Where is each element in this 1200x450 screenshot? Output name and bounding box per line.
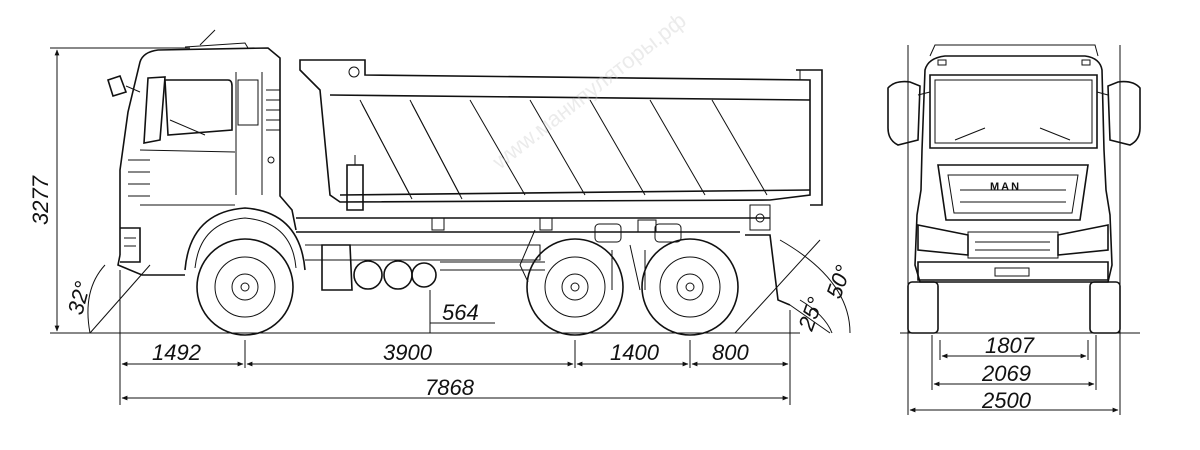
front-mirror-right xyxy=(1107,80,1141,146)
dim-ground-clearance: 564 xyxy=(429,290,495,333)
front-roof xyxy=(929,44,1099,57)
dim-rear-overhang-label: 800 xyxy=(712,340,749,365)
wheels-side xyxy=(196,238,739,336)
rear-underrun xyxy=(745,234,791,306)
dim-height: 3277 xyxy=(28,47,190,334)
dim-track-outer-label: 2069 xyxy=(981,361,1031,386)
front-tyre-left xyxy=(907,281,939,334)
front-headlight-right xyxy=(1057,224,1109,256)
rear-wheel-1 xyxy=(526,238,624,336)
dim-wheelbase-1-label: 3900 xyxy=(383,340,433,365)
watermark: www.манипуляторы.рф xyxy=(487,8,691,175)
brand-logo: MAN xyxy=(990,181,1021,193)
dim-wheelbase-2-label: 1400 xyxy=(610,340,660,365)
watermark-text: www.манипуляторы.рф xyxy=(487,8,691,175)
dim-rear-angles: 50° 25° xyxy=(734,239,856,335)
chassis xyxy=(296,217,770,291)
front-bumper xyxy=(917,261,1109,281)
dim-length-total-label: 7868 xyxy=(425,375,475,400)
front-mirror-left xyxy=(887,80,921,146)
dim-departure-angle-label: 50° xyxy=(821,262,856,302)
cab xyxy=(107,29,306,276)
dim-width: 1807 2069 2500 xyxy=(907,45,1121,415)
front-roof-marker-left xyxy=(937,59,947,66)
dim-approach-angle: 32° xyxy=(63,264,151,334)
dim-approach-angle-label: 32° xyxy=(63,278,96,317)
front-plate xyxy=(994,267,1030,277)
front-roof-marker-right xyxy=(1081,59,1091,66)
dim-width-total-label: 2500 xyxy=(981,388,1032,413)
front-tyre-right xyxy=(1089,281,1121,334)
front-wheel xyxy=(196,238,294,336)
rear-wheel-2 xyxy=(641,238,739,336)
dim-track-inner-label: 1807 xyxy=(985,333,1035,358)
front-view: MAN 1807 2069 2500 xyxy=(887,44,1141,415)
front-headlight-left xyxy=(917,224,969,256)
dim-ground-clearance-label: 564 xyxy=(442,300,479,325)
dim-length-chain: 1492 3900 1400 800 7868 xyxy=(119,270,791,405)
front-grille xyxy=(937,164,1089,221)
front-cab xyxy=(914,55,1113,283)
side-view: 3277 32° 564 50° 25° xyxy=(28,29,856,405)
tipper-body xyxy=(299,59,823,231)
front-windshield xyxy=(929,74,1098,149)
dim-height-label: 3277 xyxy=(28,175,53,225)
dim-front-overhang-label: 1492 xyxy=(152,340,201,365)
